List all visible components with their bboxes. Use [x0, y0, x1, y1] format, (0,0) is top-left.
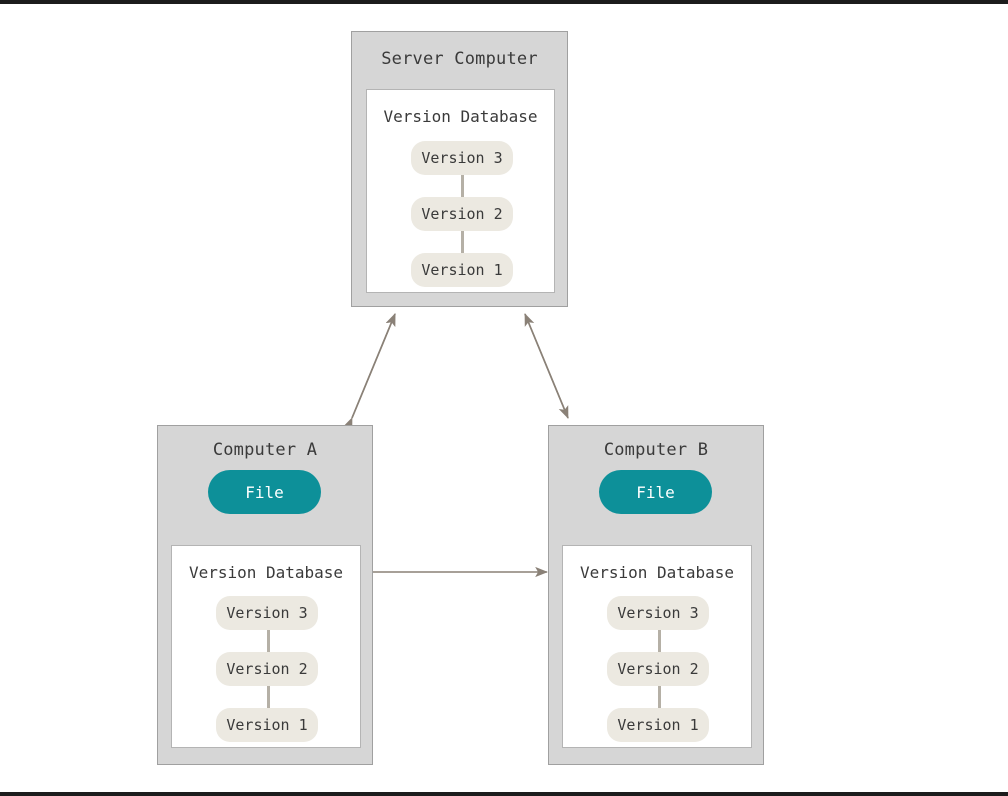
computer-a-version-pill-1[interactable]: Version 1	[216, 708, 318, 742]
server-version-connector-3-2	[460, 175, 464, 197]
server-version-connector-2-1	[460, 231, 464, 253]
computer-b-version-connector-2-1	[657, 686, 661, 708]
server-computer-box: Server Computer Version Database Version…	[351, 31, 568, 307]
computer-a-version-database-title: Version Database	[188, 563, 344, 582]
arrow-server-computer-a	[342, 313, 396, 431]
computer-b-version-connector-3-2	[657, 630, 661, 652]
computer-a-file-pill[interactable]: File	[208, 470, 321, 514]
arrow-server-computer-b	[524, 313, 569, 419]
computer-a-version-connector-3-2	[266, 630, 270, 652]
arrow-server-computer-b-2	[524, 313, 569, 419]
diagram-canvas: Server Computer Version Database Version…	[0, 4, 1008, 792]
server-version-database-box: Version Database Version 3 Version 2 Ver…	[366, 89, 555, 293]
computer-b-version-pill-1[interactable]: Version 1	[607, 708, 709, 742]
server-version-pill-1[interactable]: Version 1	[411, 253, 513, 287]
computer-b-version-database-box: Version Database Version 3 Version 2 Ver…	[562, 545, 752, 748]
computer-b-version-pill-3[interactable]: Version 3	[607, 596, 709, 630]
computer-a-title: Computer A	[212, 440, 318, 460]
server-version-pill-2[interactable]: Version 2	[411, 197, 513, 231]
computer-b-version-pill-2[interactable]: Version 2	[607, 652, 709, 686]
computer-a-version-pill-2[interactable]: Version 2	[216, 652, 318, 686]
computer-b-title: Computer B	[603, 440, 709, 460]
server-version-pill-3[interactable]: Version 3	[411, 141, 513, 175]
computer-b-file-pill[interactable]: File	[599, 470, 712, 514]
computer-a-version-pill-3[interactable]: Version 3	[216, 596, 318, 630]
server-version-database-title: Version Database	[383, 107, 538, 126]
computer-a-box: Computer A File Version Database Version…	[157, 425, 373, 765]
computer-b-version-database-title: Version Database	[579, 563, 735, 582]
arrow-server-computer-a-2	[351, 313, 396, 419]
computer-b-box: Computer B File Version Database Version…	[548, 425, 764, 765]
server-computer-title: Server Computer	[381, 49, 538, 69]
computer-a-version-connector-2-1	[266, 686, 270, 708]
computer-a-version-database-box: Version Database Version 3 Version 2 Ver…	[171, 545, 361, 748]
